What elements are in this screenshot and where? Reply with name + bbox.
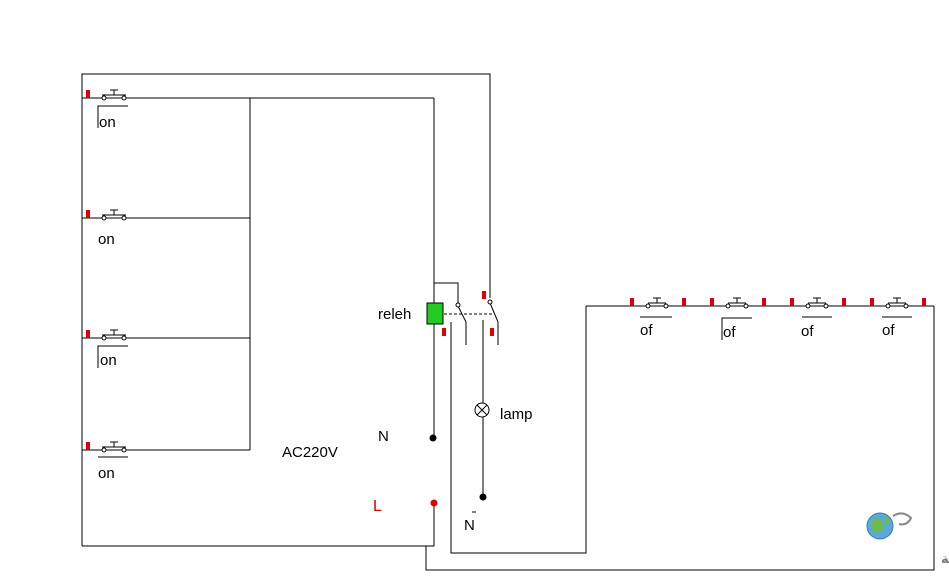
- outer-loop-wire: [81, 73, 491, 546]
- on-switches: [97, 89, 128, 458]
- relay-label: releh: [378, 306, 411, 323]
- neutral-node: [429, 434, 437, 442]
- neutral-label: N: [378, 428, 389, 445]
- terminal-on-1: [86, 90, 90, 98]
- terminal-relay-1: [482, 291, 486, 299]
- of-label-3: of: [801, 323, 814, 340]
- terminal-of-4a: [870, 298, 874, 306]
- terminal-of-4b: [922, 298, 926, 306]
- terminal-of-2a: [710, 298, 714, 306]
- push-button-switch-icon: [640, 297, 672, 318]
- push-button-switch-icon: [97, 329, 128, 368]
- lamp-cross-icon: [474, 402, 490, 418]
- relay-pivot-1: [455, 302, 461, 308]
- relay-pivot-2: [487, 299, 493, 305]
- neutral-bottom-label: N: [464, 517, 475, 534]
- terminals: [86, 90, 926, 450]
- push-button-switch-icon: [98, 441, 128, 458]
- terminal-on-2: [86, 210, 90, 218]
- line-label: L: [373, 498, 382, 515]
- push-button-switch-icon: [721, 297, 752, 340]
- supply-label: AC220V: [282, 444, 338, 461]
- on-label-4: on: [98, 465, 115, 482]
- of-label-2: of: [723, 324, 736, 341]
- return-wire: [450, 306, 587, 554]
- push-button-switch-icon: [802, 297, 832, 318]
- on-label-2: on: [98, 231, 115, 248]
- terminal-of-1a: [630, 298, 634, 306]
- terminal-of-1b: [682, 298, 686, 306]
- relay-blade-2: [489, 302, 499, 323]
- push-button-switch-icon: [882, 297, 912, 318]
- off-switches: [640, 297, 912, 340]
- relay-contacts: [455, 299, 499, 323]
- terminal-relay-2: [442, 328, 446, 336]
- terminal-of-2b: [762, 298, 766, 306]
- terminal-on-3: [86, 330, 90, 338]
- push-button-switch-icon: [101, 209, 127, 221]
- on-label-3: on: [100, 352, 117, 369]
- globe-logo-icon: [866, 512, 913, 540]
- of-label-1: of: [640, 322, 653, 339]
- terminal-of-3b: [842, 298, 846, 306]
- watermark-text: القرية الالكترونية: [941, 552, 949, 567]
- lower-loop-wire: [425, 306, 935, 571]
- contact-wire-1: [434, 282, 459, 303]
- of-label-4: of: [882, 322, 895, 339]
- lamp-neutral-node: [479, 493, 487, 501]
- terminal-relay-3: [490, 328, 494, 336]
- terminal-of-3a: [790, 298, 794, 306]
- lamp-label: lamp: [500, 406, 533, 423]
- wires: [81, 73, 935, 571]
- relay-coil-icon: [426, 302, 444, 325]
- terminal-on-4: [86, 442, 90, 450]
- on-label-1: on: [99, 114, 116, 131]
- line-node: [430, 499, 438, 507]
- relay-blade-1: [457, 305, 467, 323]
- push-button-switch-icon: [97, 89, 128, 128]
